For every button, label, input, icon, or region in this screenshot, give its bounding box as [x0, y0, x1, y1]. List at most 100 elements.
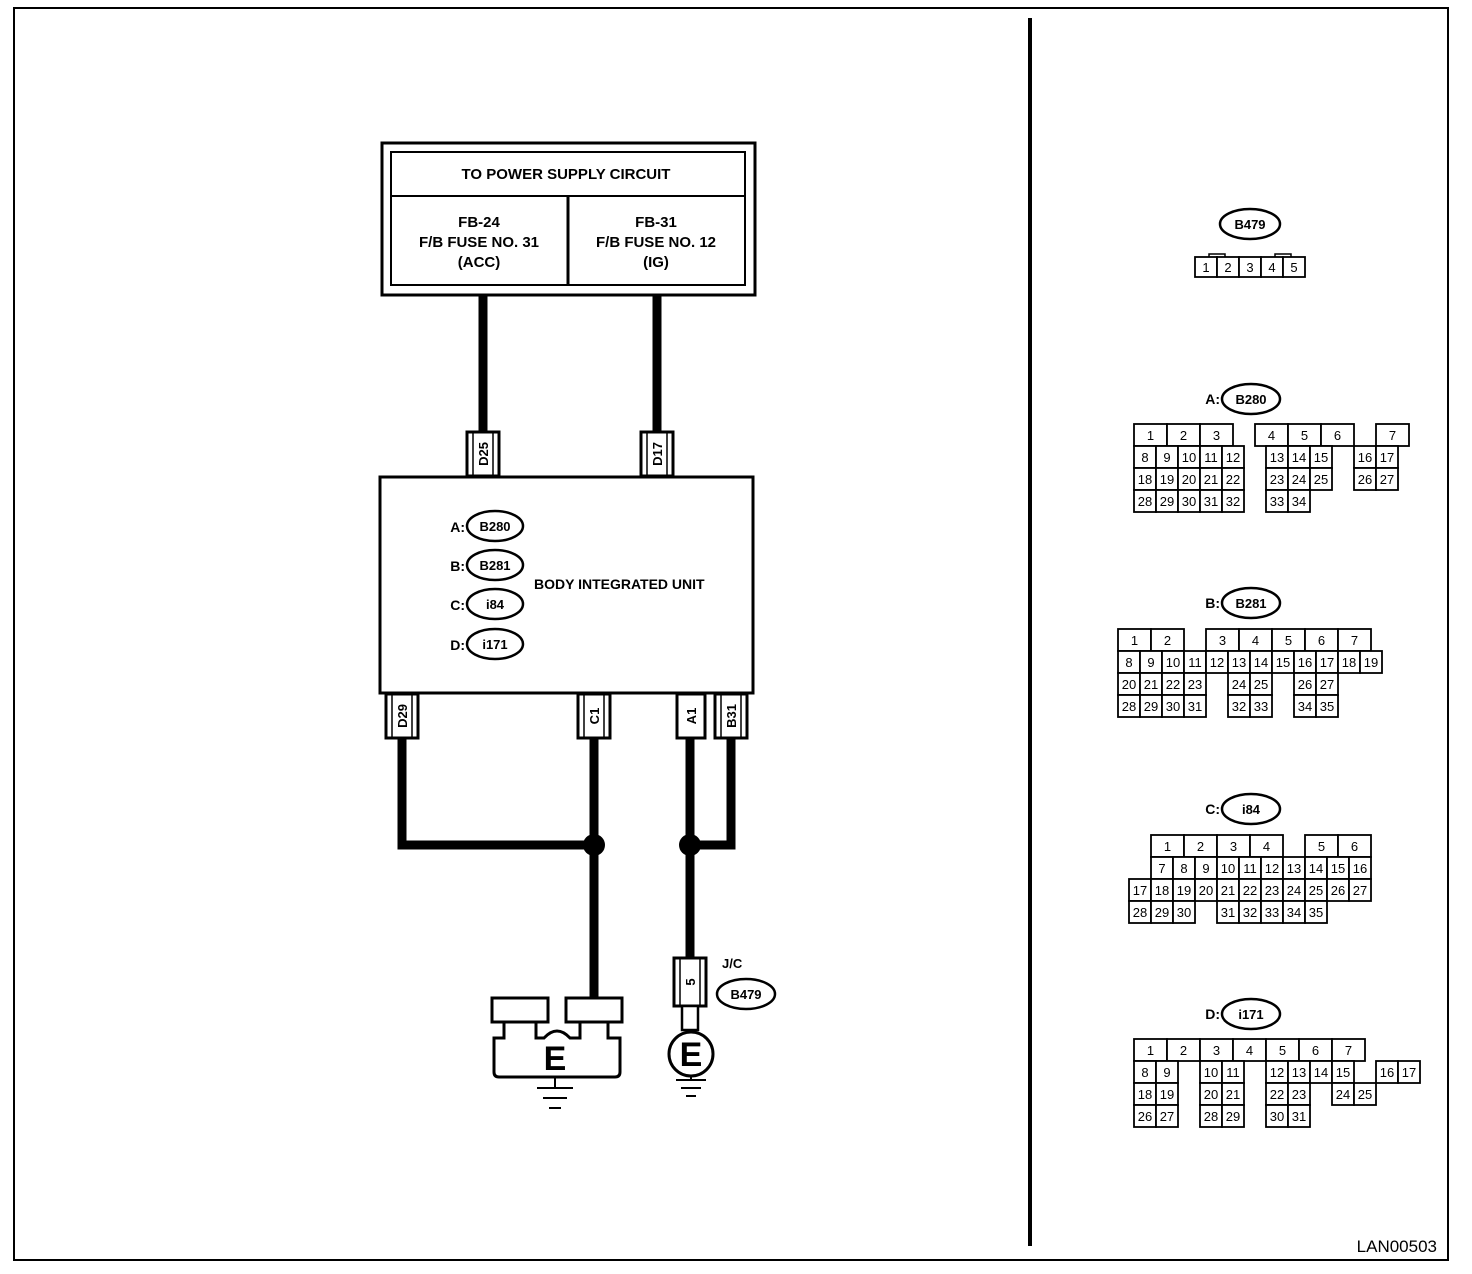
- pin-number: 5: [1318, 839, 1325, 854]
- pin-number: 9: [1163, 450, 1170, 465]
- pin-number: 4: [1246, 1043, 1253, 1058]
- svg-text:B31: B31: [724, 704, 739, 728]
- pin-number: 3: [1230, 839, 1237, 854]
- pin-number: 22: [1226, 472, 1240, 487]
- pin-number: 15: [1314, 450, 1328, 465]
- fuse-right-line2: F/B FUSE NO. 12: [596, 234, 716, 251]
- pin-number: 27: [1320, 677, 1334, 692]
- pin-number: 30: [1166, 699, 1180, 714]
- pin-number: 2: [1224, 260, 1231, 275]
- pin-number: 16: [1380, 1065, 1394, 1080]
- chassis-ground-left: E: [490, 996, 624, 1109]
- unit-connector-list: A: B280 B: B281 C: i84 D: i171: [450, 509, 525, 661]
- svg-text:C1: C1: [587, 708, 602, 725]
- pin-number: 1: [1147, 1043, 1154, 1058]
- pin-number: 6: [1351, 839, 1358, 854]
- pin-number: 7: [1158, 861, 1165, 876]
- pin-number: 12: [1265, 861, 1279, 876]
- pin-number: 18: [1155, 883, 1169, 898]
- pin-number: 12: [1210, 655, 1224, 670]
- pin-number: 13: [1287, 861, 1301, 876]
- connector-code: i84: [1242, 802, 1261, 817]
- pin-number: 34: [1298, 699, 1312, 714]
- connector-prefix: D:: [1205, 1006, 1220, 1022]
- pin-number: 20: [1182, 472, 1196, 487]
- pin-cell: [1183, 694, 1207, 718]
- pin-number: 19: [1160, 1087, 1174, 1102]
- ground-symbol-label: E: [544, 1040, 567, 1078]
- connector-prefix: B:: [450, 558, 465, 574]
- pin-number: 25: [1309, 883, 1323, 898]
- pin-cell: [1320, 423, 1355, 447]
- pin-number: 25: [1314, 472, 1328, 487]
- pin-number: 2: [1180, 1043, 1187, 1058]
- pin-number: 28: [1138, 494, 1152, 509]
- pin-number: 28: [1133, 905, 1147, 920]
- figure-id: LAN00503: [1357, 1237, 1437, 1256]
- pin-number: 13: [1270, 450, 1284, 465]
- pin-number: 9: [1202, 861, 1209, 876]
- pin-cell: [1249, 694, 1273, 718]
- pin-number: 4: [1252, 633, 1259, 648]
- pin-cell: [1309, 467, 1333, 491]
- pin-number: 30: [1177, 905, 1191, 920]
- pin-number: 16: [1353, 861, 1367, 876]
- pin-number: 2: [1180, 428, 1187, 443]
- pin-number: 27: [1380, 472, 1394, 487]
- pin-number: 7: [1351, 633, 1358, 648]
- terminal-tag-c1: C1: [576, 692, 612, 740]
- pin-cell: [1315, 694, 1339, 718]
- ground-symbol-label: E: [680, 1036, 703, 1074]
- pin-number: 3: [1213, 428, 1220, 443]
- pin-number: 22: [1270, 1087, 1284, 1102]
- pin-cell: [1304, 900, 1328, 924]
- pin-number: 27: [1353, 883, 1367, 898]
- pin-number: 30: [1182, 494, 1196, 509]
- pin-cell: [1397, 1060, 1421, 1084]
- pin-number: 17: [1133, 883, 1147, 898]
- pin-number: 10: [1166, 655, 1180, 670]
- pin-number: 17: [1380, 450, 1394, 465]
- svg-text:D17: D17: [650, 442, 665, 466]
- pin-cell: [1221, 489, 1245, 513]
- pin-number: 33: [1270, 494, 1284, 509]
- connector-code: i171: [1238, 1007, 1263, 1022]
- pin-number: 26: [1138, 1109, 1152, 1124]
- chassis-ground-right: E: [667, 1030, 715, 1097]
- pin-cell: [1348, 878, 1372, 902]
- pin-number: 22: [1166, 677, 1180, 692]
- pin-cell: [1375, 467, 1399, 491]
- pin-number: 23: [1270, 472, 1284, 487]
- pin-number: 14: [1314, 1065, 1328, 1080]
- pin-number: 32: [1226, 494, 1240, 509]
- pin-number: 16: [1358, 450, 1372, 465]
- pin-number: 22: [1243, 883, 1257, 898]
- joint-pin-number: 5: [683, 978, 698, 985]
- pin-number: 10: [1221, 861, 1235, 876]
- pin-number: 14: [1254, 655, 1268, 670]
- terminal-tag-d25: D25: [465, 430, 501, 478]
- pin-number: 15: [1336, 1065, 1350, 1080]
- joint-code: B479: [730, 987, 761, 1002]
- connector-prefix: A:: [450, 519, 465, 535]
- pin-number: 8: [1141, 450, 1148, 465]
- pin-number: 12: [1226, 450, 1240, 465]
- pin-number: 34: [1287, 905, 1301, 920]
- pin-number: 10: [1182, 450, 1196, 465]
- connector-code: B479: [1234, 217, 1265, 232]
- pin-number: 29: [1226, 1109, 1240, 1124]
- pin-number: 32: [1243, 905, 1257, 920]
- connector-code: B281: [1235, 596, 1266, 611]
- pin-cell: [1221, 1104, 1245, 1128]
- pin-cell: [1282, 256, 1306, 278]
- pin-number: 11: [1226, 1065, 1240, 1080]
- pin-number: 1: [1147, 428, 1154, 443]
- fuse-left-line1: FB-24: [458, 214, 500, 231]
- pin-number: 2: [1164, 633, 1171, 648]
- pin-number: 34: [1292, 494, 1306, 509]
- pin-number: 20: [1122, 677, 1136, 692]
- pin-number: 29: [1155, 905, 1169, 920]
